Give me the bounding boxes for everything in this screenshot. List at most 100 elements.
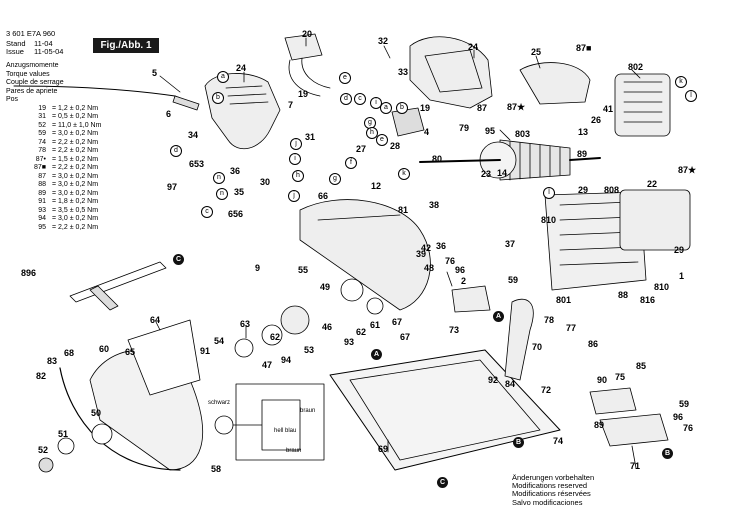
letter-callout: f (345, 157, 357, 169)
torque-pos: 94 (38, 215, 46, 222)
torque-value: = 3,5 ± 0,5 Nm (52, 206, 99, 214)
part-number: 69 (378, 444, 389, 454)
reference-marker: B (662, 448, 673, 459)
torque-pos: 52 (38, 121, 46, 129)
part-number: 46 (322, 322, 333, 332)
bearing-47 (261, 324, 283, 346)
letter-callout: g (364, 117, 376, 129)
part-number: 80 (432, 154, 443, 164)
part-number: 73 (449, 325, 460, 335)
torque-pos: 87■ (33, 164, 46, 171)
armature-shaft-rear (569, 157, 601, 161)
part-number: 76 (445, 256, 456, 266)
part-number: 41 (603, 104, 614, 114)
notice-en: Modifications reserved (512, 481, 588, 491)
part-number: 5 (152, 68, 158, 78)
part-number: 810 (654, 282, 670, 292)
torque-value: = 3,0 ± 0,2 Nm (52, 189, 99, 197)
letter-callout: j (288, 190, 300, 202)
torque-row: 59= 3,0 ± 0,2 Nm (6, 130, 122, 139)
part-number: 42 (421, 243, 432, 253)
part-number: 58 (211, 464, 222, 474)
part-number: 896 (21, 268, 37, 278)
torque-value: = 3,0 ± 0,2 Nm (52, 181, 99, 188)
part-number: 81 (398, 205, 409, 215)
part-number: 62 (356, 327, 367, 337)
part-number: 35 (234, 187, 245, 197)
torque-pos: 74 (38, 138, 46, 146)
torque-value: = 11,0 ± 1,0 Nm (52, 121, 102, 129)
part-number: 20 (302, 29, 313, 39)
wiring-diagram-frame (235, 383, 325, 461)
part-number: 96 (673, 412, 684, 422)
part-number: 88 (618, 290, 629, 300)
part-number: 34 (188, 130, 199, 140)
torque-pos: 93 (38, 206, 46, 214)
letter-callout: i (289, 153, 301, 165)
torque-value: = 2,2 ± 0,2 Nm (52, 164, 99, 171)
base-plate-inner (349, 359, 541, 461)
wire-label-brown-2: braun (286, 448, 302, 454)
part-number: 47 (262, 360, 273, 370)
letter-callout: c (201, 206, 213, 218)
torque-value: = 1,5 ± 0,2 Nm (52, 155, 99, 163)
torque-row: 95= 2,2 ± 0,2 Nm (6, 224, 122, 233)
stand-value: 11-04 (34, 39, 53, 48)
part-number: 72 (541, 385, 552, 395)
bevel-quadrant-70 (504, 298, 534, 381)
part-number: 75 (615, 372, 626, 382)
torque-row: 94 = 3,0 ± 0,2 Nm (6, 215, 122, 224)
part-number: 19 (420, 103, 431, 113)
torque-row: 91= 1,8 ± 0,2 Nm (6, 198, 122, 207)
part-number: 89 (594, 420, 605, 430)
flange-54 (280, 305, 310, 335)
part-number: 801 (556, 295, 572, 305)
armature-shaft (419, 159, 501, 163)
part-number: 49 (320, 282, 331, 292)
part-number: 24 (468, 42, 479, 52)
part-number: 87 (477, 103, 488, 113)
housing-ribs (559, 201, 639, 266)
torque-row: 74= 2,2 ± 0,2 Nm (6, 139, 122, 148)
part-number: 29 (578, 185, 589, 195)
torque-pos: 87• (35, 155, 46, 163)
part-number: 76 (683, 423, 694, 433)
reference-marker: B (513, 437, 524, 448)
torque-pos: 87 (38, 172, 46, 180)
wire-label-brown-1: braun (300, 408, 316, 414)
part-number: 29 (674, 245, 685, 255)
torque-pos: 91 (38, 198, 46, 205)
stator-802 (614, 73, 671, 137)
torque-row: 19= 1,2 ± 0,2 Nm (6, 105, 122, 114)
handle-opening (424, 49, 483, 93)
part-number: 61 (370, 320, 381, 330)
part-number: 48 (424, 263, 435, 273)
reference-marker: A (371, 349, 382, 360)
letter-callout: l (543, 187, 555, 199)
part-number: 85 (636, 361, 647, 371)
part-number: 33 (398, 67, 409, 77)
letter-callout: g (329, 173, 341, 185)
torque-title-es: Pares de apriete (6, 87, 58, 95)
part-number: 93 (344, 337, 355, 347)
issue-label: Issue (6, 47, 24, 56)
letter-callout: b (212, 92, 224, 104)
base-plate-69 (329, 349, 561, 471)
handle-housing-24 (409, 36, 493, 109)
torque-pos: 88 (38, 181, 46, 188)
torque-row: 89= 3,0 ± 0,2 Nm (6, 190, 122, 199)
part-number: 30 (260, 177, 271, 187)
torque-pos: 95 (38, 223, 46, 231)
part-number: 24 (236, 63, 247, 73)
part-number: 54 (214, 336, 225, 346)
reference-marker: A (493, 311, 504, 322)
reference-marker: C (437, 477, 448, 488)
part-number: 2 (461, 276, 467, 286)
part-number: 86 (588, 339, 599, 349)
torque-value: = 3,0 ± 0,2 Nm (52, 130, 99, 137)
torque-value: = 3,0 ± 0,2 Nm (52, 215, 99, 222)
part-number: 78 (544, 315, 555, 325)
torque-value: = 3,0 ± 0,2 Nm (52, 172, 99, 180)
bearing-61 (366, 297, 384, 315)
